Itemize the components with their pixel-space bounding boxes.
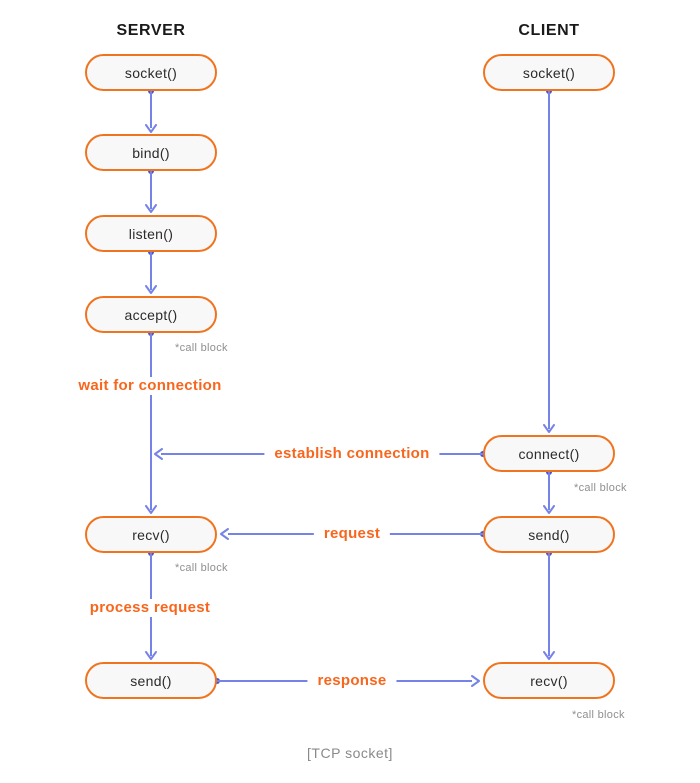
node-server-recv: recv() <box>85 516 217 553</box>
server-column-header: SERVER <box>116 22 186 39</box>
arrow-server-socket-to-bind <box>145 88 157 133</box>
arrow-client-socket-to-connect <box>543 88 555 433</box>
arrow-client-send-to-recv <box>543 550 555 660</box>
node-client-send: send() <box>483 516 615 553</box>
diagram-caption: [TCP socket] <box>307 745 393 761</box>
arrow-server-accept-to-recv <box>145 330 157 514</box>
node-client-socket: socket() <box>483 54 615 91</box>
label-establish-connection: establish connection <box>264 445 440 463</box>
call-block-note-accept: *call block <box>175 342 228 354</box>
arrow-server-bind-to-listen <box>145 168 157 213</box>
node-client-connect: connect() <box>483 435 615 472</box>
call-block-note-server-recv: *call block <box>175 562 228 574</box>
arrow-client-connect-to-send <box>543 469 555 514</box>
node-server-listen: listen() <box>85 215 217 252</box>
node-server-bind: bind() <box>85 134 217 171</box>
label-request: request <box>313 525 391 543</box>
node-server-accept: accept() <box>85 296 217 333</box>
label-process-request: process request <box>79 599 221 617</box>
call-block-note-connect: *call block <box>574 482 627 494</box>
label-wait-for-connection: wait for connection <box>68 377 232 395</box>
call-block-note-client-recv: *call block <box>572 709 625 721</box>
node-server-socket: socket() <box>85 54 217 91</box>
client-column-header: CLIENT <box>518 22 580 39</box>
label-response: response <box>307 672 397 690</box>
node-server-send: send() <box>85 662 217 699</box>
arrow-server-listen-to-accept <box>145 249 157 294</box>
node-client-recv: recv() <box>483 662 615 699</box>
